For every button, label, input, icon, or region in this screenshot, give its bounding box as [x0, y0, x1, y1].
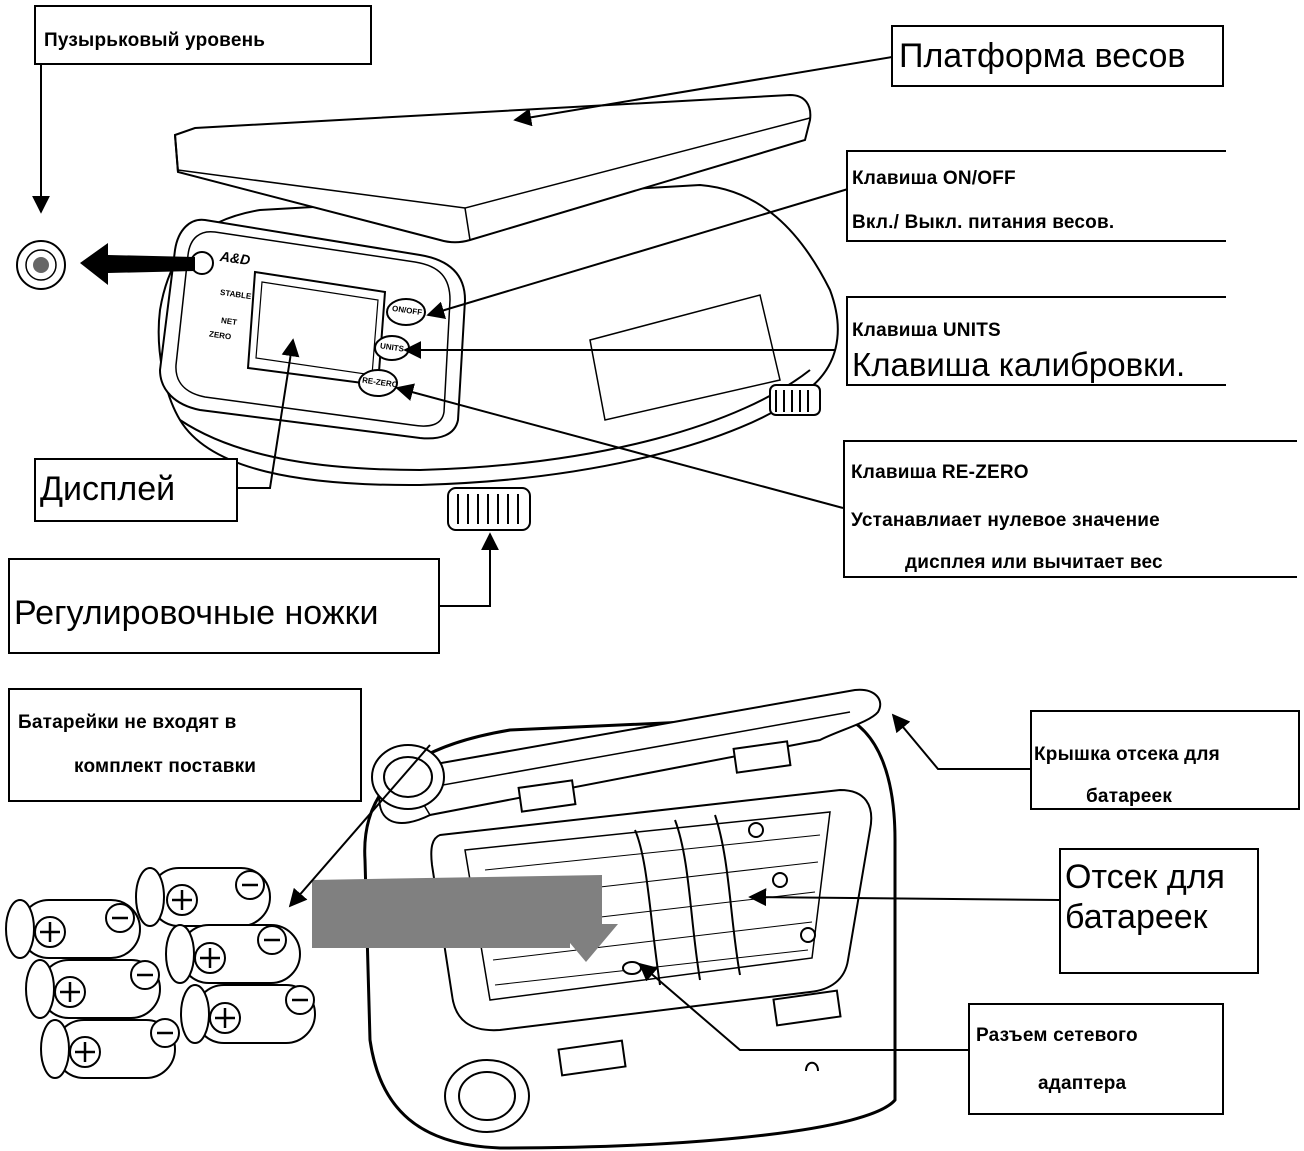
adapter-socket [622, 961, 642, 975]
compartment-callout: Отсек для батареек [1059, 848, 1259, 974]
cover-callout: Крышка отсека для батареек [1030, 710, 1300, 810]
cover-line-2: батареек [1086, 786, 1173, 807]
bubble-arrow [80, 243, 195, 285]
rezero-callout: Клавиша RE-ZERO Устанавлиает нулевое зна… [843, 440, 1297, 578]
battery-6 [180, 984, 316, 1044]
onoff-desc: Вкл./ Выкл. питания весов. [852, 212, 1115, 233]
units-title: Клавиша UNITS [852, 320, 1001, 341]
bubble-level-label: Пузырьковый уровень [44, 30, 266, 51]
adapter-callout: Разъем сетевого адаптера [968, 1003, 1224, 1115]
front-panel [158, 218, 467, 440]
display-callout: Дисплей [34, 458, 238, 522]
display-window [246, 270, 387, 387]
cover-line-1: Крышка отсека для [1034, 744, 1220, 765]
batteries-note-line-2: комплект поставки [74, 756, 257, 777]
units-desc: Клавиша калибровки. [852, 346, 1186, 383]
platform-label: Платформа весов [899, 37, 1186, 75]
display-label: Дисплей [40, 470, 176, 508]
compartment-line-1: Отсек для [1065, 858, 1225, 896]
battery-2 [135, 867, 271, 927]
rezero-desc-1: Устанавлиает нулевое значение [851, 510, 1160, 531]
platform-callout: Платформа весов [891, 25, 1224, 87]
bubble-level-icon [16, 240, 66, 290]
onoff-key [386, 298, 426, 326]
compartment-line-2: батареек [1065, 898, 1208, 936]
battery-5 [40, 1018, 180, 1079]
onoff-title: Клавиша ON/OFF [852, 168, 1016, 189]
battery-1 [5, 899, 141, 959]
leader-lines [32, 56, 893, 607]
rear-foot [769, 384, 821, 416]
units-callout: Клавиша UNITS Клавиша калибровки. [846, 296, 1226, 386]
platform [173, 93, 812, 244]
feet-label: Регулировочные ножки [14, 594, 379, 632]
adapter-line-2: адаптера [1038, 1073, 1127, 1094]
batteries [5, 867, 316, 1079]
onoff-callout: Клавиша ON/OFF Вкл./ Выкл. питания весов… [846, 150, 1226, 242]
battery-3 [25, 959, 161, 1019]
rezero-desc-2: дисплея или вычитает вес [905, 552, 1163, 573]
batteries-note-line-1: Батарейки не входят в [18, 712, 237, 733]
base-foot-bottom [444, 1059, 530, 1133]
bubble-level-callout: Пузырьковый уровень [34, 5, 372, 65]
feet-callout: Регулировочные ножки [8, 558, 440, 654]
scale-illustration [157, 93, 839, 531]
rezero-key [358, 369, 398, 397]
battery-polarity-marks [40, 883, 308, 1062]
base-foot-top [371, 744, 445, 810]
front-foot [447, 487, 531, 531]
batteries-note-callout: Батарейки не входят в комплект поставки [8, 688, 362, 802]
base-illustration [363, 688, 897, 1150]
battery-4 [165, 924, 301, 984]
insert-arrow [312, 875, 618, 962]
adapter-line-1: Разъем сетевого [976, 1025, 1138, 1046]
rezero-title: Клавиша RE-ZERO [851, 462, 1029, 483]
